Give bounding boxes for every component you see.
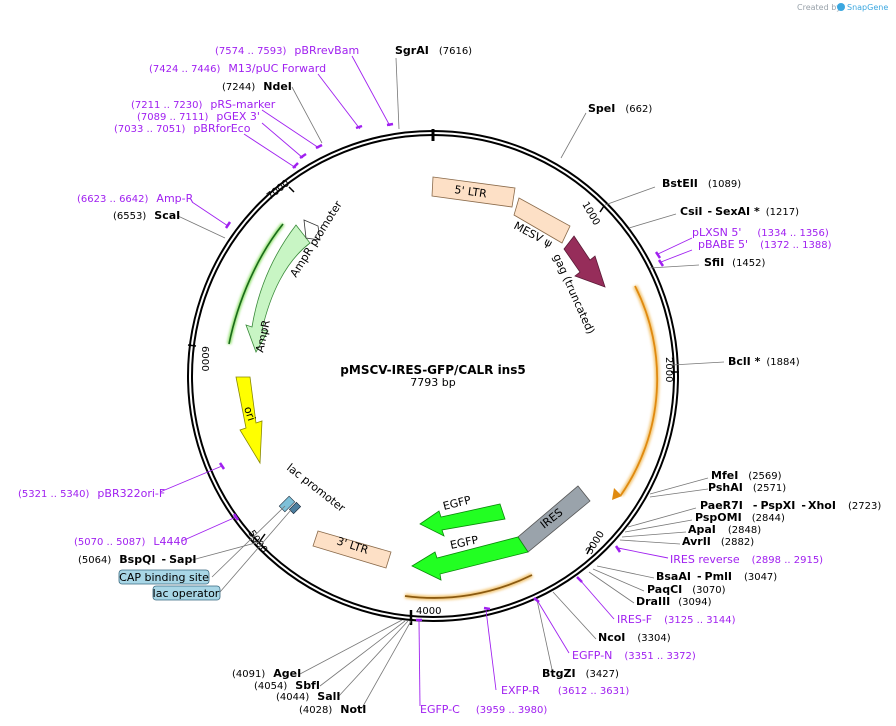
tick-marks bbox=[187, 186, 679, 555]
site-btgzi[interactable]: BtgZI(3427) bbox=[542, 667, 619, 680]
primer-exfp-r[interactable]: EXFP-R(3612 .. 3631) bbox=[501, 684, 629, 697]
tick-label-2000: 2000 bbox=[663, 357, 674, 382]
credit-brand: SnapGene bbox=[847, 3, 888, 12]
lac-operator-label: lac operator bbox=[153, 587, 220, 600]
tick-label-1000: 1000 bbox=[579, 200, 601, 228]
site-sgrai[interactable]: SgrAI(7616) bbox=[395, 44, 472, 57]
tick-label-6000: 6000 bbox=[199, 346, 210, 371]
plasmid-size: 7793 bp bbox=[410, 376, 455, 389]
ampr-promoter-feature[interactable] bbox=[303, 219, 321, 241]
site-bspqi-sapi[interactable]: (5064)BspQI-SapI bbox=[78, 553, 196, 566]
ampr-feature[interactable] bbox=[245, 224, 311, 353]
site-agei[interactable]: (4091)AgeI bbox=[232, 667, 301, 680]
cds-arc-bottom[interactable] bbox=[404, 574, 533, 599]
site-pshai[interactable]: PshAI(2571) bbox=[708, 481, 786, 494]
primer-plxsn-5[interactable]: pLXSN 5'(1334 .. 1356) bbox=[692, 226, 829, 239]
site-scai[interactable]: (6553)ScaI bbox=[113, 209, 180, 222]
primer-pbr322ori-f[interactable]: (5321 .. 5340)pBR322ori-F bbox=[18, 487, 165, 500]
primer-prs-marker[interactable]: (7211 .. 7230)pRS-marker bbox=[131, 98, 276, 111]
primer-pgex-3[interactable]: (7089 .. 7111)pGEX 3' bbox=[137, 110, 260, 123]
primer-m13-puc-forward[interactable]: (7424 .. 7446)M13/pUC Forward bbox=[149, 62, 326, 75]
mesv-psi-feature[interactable] bbox=[513, 197, 571, 244]
egfp-feature-a[interactable] bbox=[419, 503, 506, 537]
egfp-feature-b[interactable] bbox=[411, 536, 529, 581]
primer-marks bbox=[218, 122, 665, 622]
ori-label: ori bbox=[241, 405, 258, 423]
site-noti[interactable]: (4028)NotI bbox=[299, 703, 366, 716]
primer-ires-f[interactable]: IRES-F(3125 .. 3144) bbox=[617, 613, 736, 626]
primer-amp-r[interactable]: (6623 .. 6642)Amp-R bbox=[77, 192, 194, 205]
ltr5-feature[interactable] bbox=[431, 176, 516, 208]
site-avrii[interactable]: AvrII(2882) bbox=[682, 535, 754, 548]
site-bsteii[interactable]: BstEII(1089) bbox=[662, 177, 741, 190]
cds-arc-right[interactable] bbox=[620, 285, 659, 496]
tick-label-7000: 7000 bbox=[265, 178, 292, 202]
site-mfei[interactable]: MfeI(2569) bbox=[711, 469, 782, 482]
primer-egfp-n[interactable]: EGFP-N(3351 .. 3372) bbox=[572, 649, 696, 662]
cap-site-feature[interactable] bbox=[288, 501, 302, 515]
primer-leader-lines bbox=[159, 55, 693, 707]
site-ndei[interactable]: (7244)NdeI bbox=[222, 80, 292, 93]
primer-pbabe-5[interactable]: pBABE 5'(1372 .. 1388) bbox=[698, 238, 832, 251]
egfp-label-a: EGFP bbox=[442, 493, 473, 513]
gag-feature[interactable] bbox=[563, 235, 606, 288]
lac-operator-box[interactable] bbox=[152, 585, 221, 601]
cds-arc-right-head bbox=[612, 488, 622, 500]
snapgene-logo-icon bbox=[837, 3, 845, 11]
ltr5-label: 5' LTR bbox=[454, 183, 488, 200]
primer-ires-reverse[interactable]: IRES reverse(2898 .. 2915) bbox=[670, 553, 823, 566]
primer-pbrforeco[interactable]: (7033 .. 7051)pBRforEco bbox=[114, 122, 251, 135]
site-draiii[interactable]: DraIII(3094) bbox=[636, 595, 712, 608]
primer-pbrrevbam[interactable]: (7574 .. 7593)pBRrevBam bbox=[215, 44, 359, 57]
site-apai[interactable]: ApaI(2848) bbox=[688, 523, 761, 536]
cap-leader bbox=[211, 505, 286, 578]
egfp-label-b: EGFP bbox=[449, 533, 480, 552]
site-ncoi[interactable]: NcoI(3304) bbox=[598, 631, 671, 644]
ltr3-feature[interactable] bbox=[312, 530, 392, 569]
site-sfii[interactable]: SfiI(1452) bbox=[704, 256, 766, 269]
primer-l4440[interactable]: (5070 .. 5087)L4440 bbox=[74, 535, 188, 548]
site-spei[interactable]: SpeI(662) bbox=[588, 102, 652, 115]
ori-feature[interactable] bbox=[235, 376, 263, 465]
cap-binding-site-label: CAP binding site bbox=[119, 571, 209, 584]
site-pspomi[interactable]: PspOMI(2844) bbox=[695, 511, 785, 524]
site-leader-lines bbox=[177, 57, 725, 709]
site-bcli[interactable]: BclI *(1884) bbox=[728, 355, 800, 368]
site-paer7i-pspxi-xhoi[interactable]: PaeR7I-PspXI-XhoI(2723) bbox=[700, 499, 881, 512]
cap-binding-site-box[interactable] bbox=[118, 569, 210, 585]
primer-egfp-c[interactable]: EGFP-C(3959 .. 3980) bbox=[420, 703, 547, 716]
lacop-leader bbox=[219, 509, 292, 593]
site-csii-sexai[interactable]: CsiI-SexAI *(1217) bbox=[680, 205, 799, 218]
plasmid-title: pMSCV-IRES-GFP/CALR ins5 bbox=[340, 363, 525, 377]
credit-text: Created by bbox=[797, 3, 841, 12]
tick-label-4000: 4000 bbox=[416, 606, 441, 617]
site-sbfi[interactable]: (4054)SbfI bbox=[254, 679, 320, 692]
ampr-cds-arc[interactable] bbox=[228, 223, 284, 345]
site-bsaai-pmli[interactable]: BsaAI-PmlI(3047) bbox=[656, 570, 777, 583]
site-paqci[interactable]: PaqCI(3070) bbox=[647, 583, 726, 596]
site-sali[interactable]: (4044)SalI bbox=[276, 690, 340, 703]
cds-arc-bottom-glow bbox=[404, 572, 534, 601]
